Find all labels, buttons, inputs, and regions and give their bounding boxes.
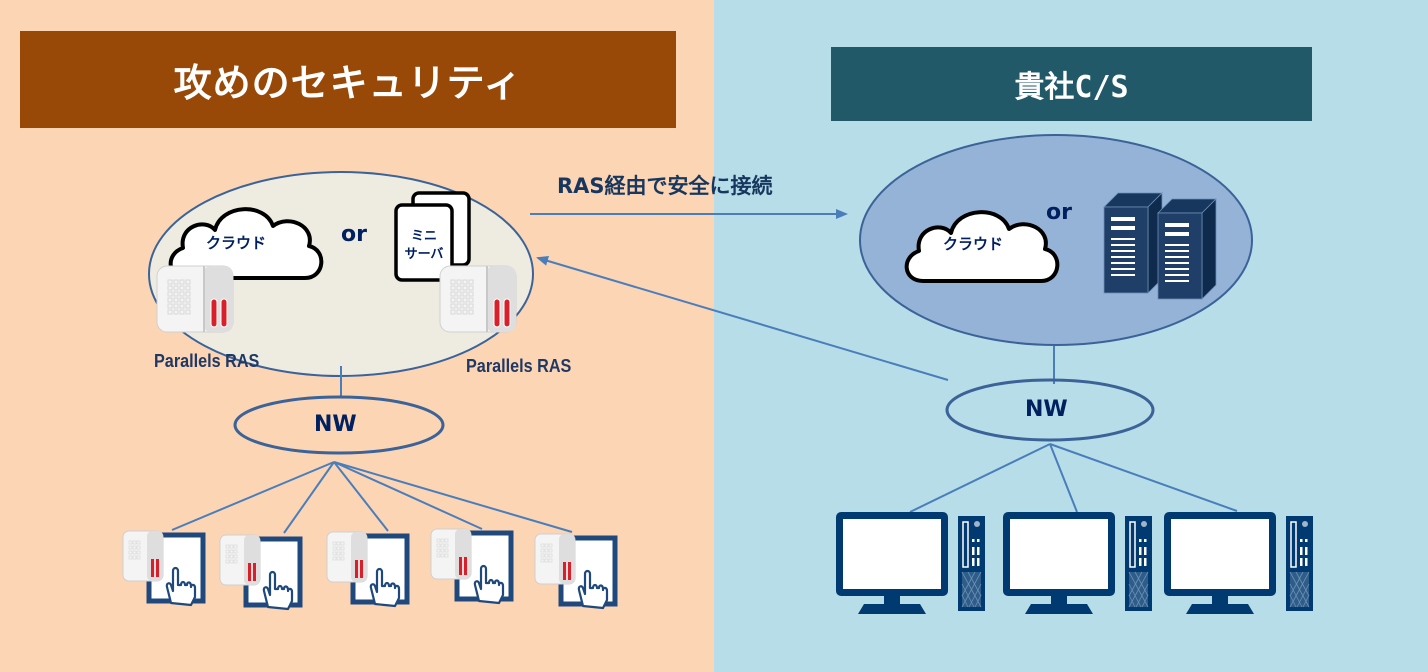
left-nw-label: NW (314, 412, 357, 437)
server-rack-icon (1103, 192, 1163, 294)
tablet-client-icon (431, 529, 511, 603)
tablet-client-icon (327, 532, 407, 606)
left-cloud-label: クラウド (206, 234, 267, 252)
server-rack-icon (1157, 198, 1217, 300)
mini-server-label-line1: ミニ (410, 229, 437, 244)
right-nw-ellipse (945, 378, 1155, 442)
left-nw-ellipse (233, 395, 445, 455)
desktop-pc-icon (1163, 511, 1314, 615)
tablet-client-icon (535, 534, 615, 608)
tablet-client-icon (123, 531, 203, 605)
right-nw-label: NW (1025, 397, 1068, 422)
connection-label: RAS経由で安全に接続 (557, 174, 773, 198)
desktop-pc-icon (1002, 511, 1153, 615)
client-server-ellipse (859, 134, 1253, 346)
ras-label-cloud: Parallels RAS (154, 351, 260, 371)
right-nw-links (909, 443, 1238, 513)
parallels-ras-icon (156, 265, 234, 333)
mini-server-label: ミニ サーバ (400, 228, 448, 264)
left-or-label: or (341, 222, 367, 247)
desktop-pc-icon (835, 511, 986, 615)
parallels-ras-icon (439, 265, 517, 333)
client-server-title: 貴社C/S (831, 47, 1312, 121)
connection-arrow-back (536, 256, 949, 381)
right-or-label: or (1046, 200, 1072, 225)
mini-server-icon (394, 203, 454, 282)
tablet-client-icon (220, 535, 300, 609)
left-nw-links (171, 461, 573, 534)
ras-label-mini-server: Parallels RAS (466, 356, 572, 376)
mini-server-label-line2: サーバ (404, 247, 444, 262)
right-cloud-label: クラウド (943, 235, 1004, 253)
offensive-security-title: 攻めのセキュリティ (20, 31, 676, 128)
